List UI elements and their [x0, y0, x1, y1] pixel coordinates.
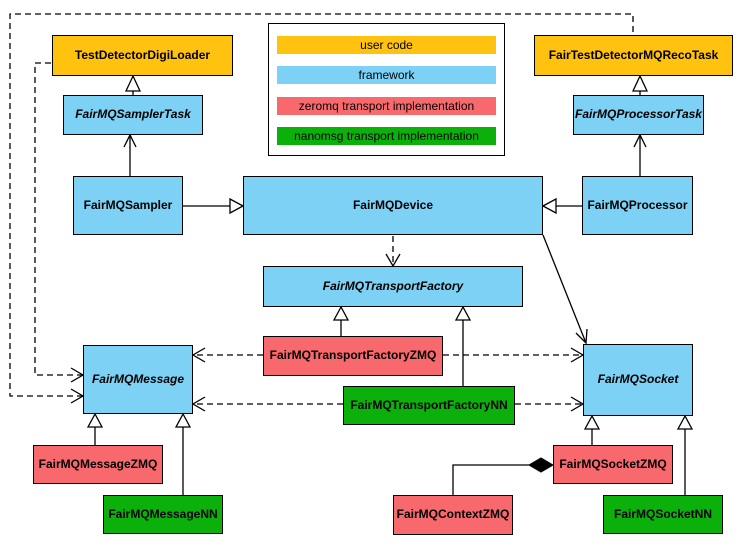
class-box-fairmqprocessor: FairMQProcessor: [582, 176, 693, 235]
class-box-fairmqprocessortask: FairMQProcessorTask: [573, 95, 704, 135]
class-box-fairmqmessagenn: FairMQMessageNN: [103, 495, 223, 534]
class-box-fairmqsocket: FairMQSocket: [583, 344, 693, 416]
edge-ctxzmq-to-sockzmq: [452, 464, 529, 495]
generalization-triangle: [229, 197, 245, 215]
generalization-triangle: [86, 412, 104, 428]
legend-item-framework: framework: [277, 66, 496, 85]
class-box-fairmqcontextzmq: FairMQContextZMQ: [393, 495, 513, 535]
generalization-triangle: [541, 197, 557, 215]
generalization-triangle: [124, 74, 142, 92]
class-box-fairmqsocketzmq: FairMQSocketZMQ: [553, 445, 673, 484]
generalization-triangle: [454, 305, 472, 321]
generalization-triangle: [631, 74, 649, 92]
class-box-fairtestdetectormqrecotask: FairTestDetectorMQRecoTask: [534, 35, 733, 76]
class-box-fairmqmessage: FairMQMessage: [83, 345, 193, 414]
class-box-fairmqtransportfactory: FairMQTransportFactory: [263, 266, 523, 307]
generalization-triangle: [583, 414, 601, 430]
legend-box: user code framework zeromq transport imp…: [268, 23, 505, 156]
open-arrowhead: [633, 133, 647, 148]
edge-device-to-socket: [542, 234, 587, 344]
edge-recotask-to-message: [9, 13, 634, 397]
legend-item-user-code: user code: [277, 36, 496, 54]
edge-digiloader-to-message: [34, 62, 83, 376]
generalization-triangle: [174, 412, 192, 428]
class-box-fairmqtransportfactoryzmq: FairMQTransportFactoryZMQ: [263, 336, 443, 376]
open-arrowhead: [191, 396, 206, 412]
legend-item-nanomsg: nanomsg transport implementation: [277, 126, 496, 145]
open-arrowhead: [191, 347, 206, 363]
generalization-triangle: [676, 414, 694, 430]
class-box-fairmqsamplertask: FairMQSamplerTask: [63, 95, 203, 135]
class-box-fairmqsocketnn: FairMQSocketNN: [603, 495, 723, 534]
class-box-fairmqdevice: FairMQDevice: [243, 176, 543, 235]
composition-diamond: [528, 457, 554, 473]
legend-item-zeromq: zeromq transport implementation: [277, 96, 496, 115]
class-box-fairmqtransportfactorynn: FairMQTransportFactoryNN: [343, 386, 515, 425]
class-box-fairmqmessagezmq: FairMQMessageZMQ: [33, 445, 163, 484]
class-box-fairmqsampler: FairMQSampler: [73, 176, 183, 235]
generalization-triangle: [332, 305, 350, 321]
class-box-testdetectordigiloader: TestDetectorDigiLoader: [52, 35, 233, 76]
open-arrowhead: [575, 328, 588, 345]
open-arrowhead: [123, 133, 137, 148]
